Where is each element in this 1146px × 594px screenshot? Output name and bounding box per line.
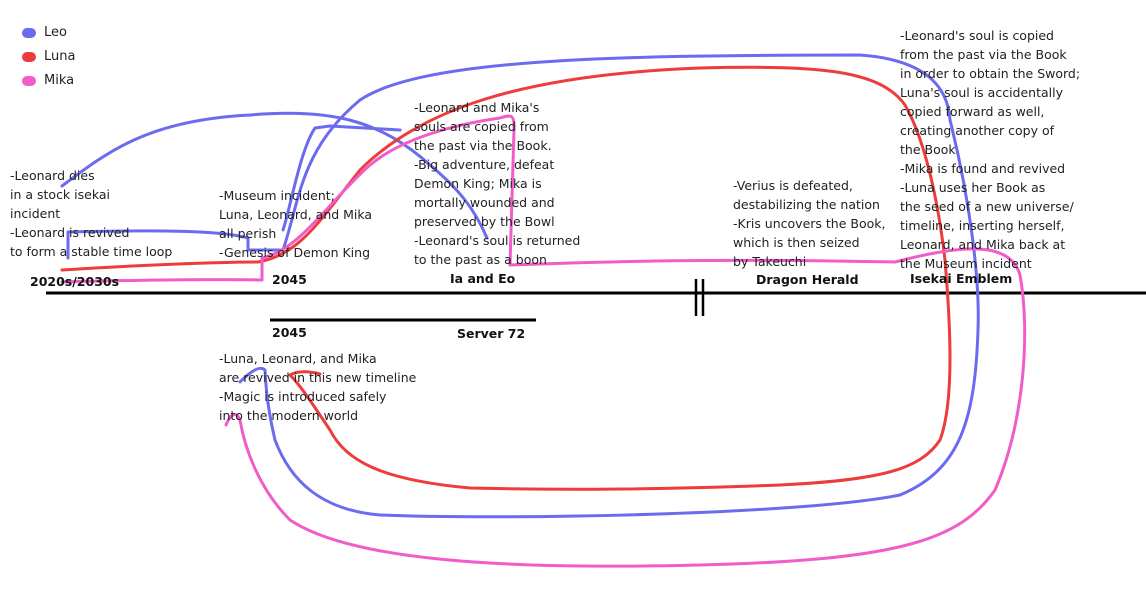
mika-path-forward (60, 114, 897, 284)
era-label-ia-and-eo: Ia and Eo (450, 271, 516, 286)
era-label-dragon-herald: Dragon Herald (756, 272, 859, 287)
note-server-72: -Luna, Leonard, and Mika are revived in … (219, 351, 417, 423)
era-label-2020s-2030s: 2020s/2030s (30, 274, 120, 289)
era-label-2045: 2045 (272, 272, 307, 287)
legend-label-luna: Luna (44, 49, 76, 64)
luna-path-forward (60, 65, 947, 272)
branch-era-label-server-72: Server 72 (457, 326, 526, 341)
leo-path-inner (281, 124, 402, 232)
legend-swatch-luna (22, 52, 36, 62)
luna-path-return (288, 258, 952, 491)
mika-path-return (224, 247, 1027, 568)
note-2020s-2030s: -Leonard dies in a stock isekai incident… (10, 168, 173, 259)
legend-swatch-mika (22, 76, 36, 86)
legend-swatch-leo (22, 28, 36, 38)
leo-path-museum-loop (66, 53, 952, 260)
note-isekai-emblem: -Leonard's soul is copied from the past … (900, 28, 1081, 271)
branch-era-label-2045: 2045 (272, 325, 307, 340)
note-dragon-herald: -Verius is defeated, destabilizing the n… (733, 178, 886, 269)
note-2045: -Museum incident; Luna, Leonard, and Mik… (219, 188, 373, 260)
timeline-break-marker (694, 279, 705, 316)
legend-label-mika: Mika (44, 73, 75, 88)
note-ia-and-eo: -Leonard and Mika's souls are copied fro… (414, 100, 581, 267)
leo-path-upper-loop (60, 111, 489, 240)
leo-path-return (238, 118, 980, 519)
era-label-isekai-emblem: Isekai Emblem (910, 271, 1013, 286)
legend-label-leo: Leo (44, 25, 67, 40)
